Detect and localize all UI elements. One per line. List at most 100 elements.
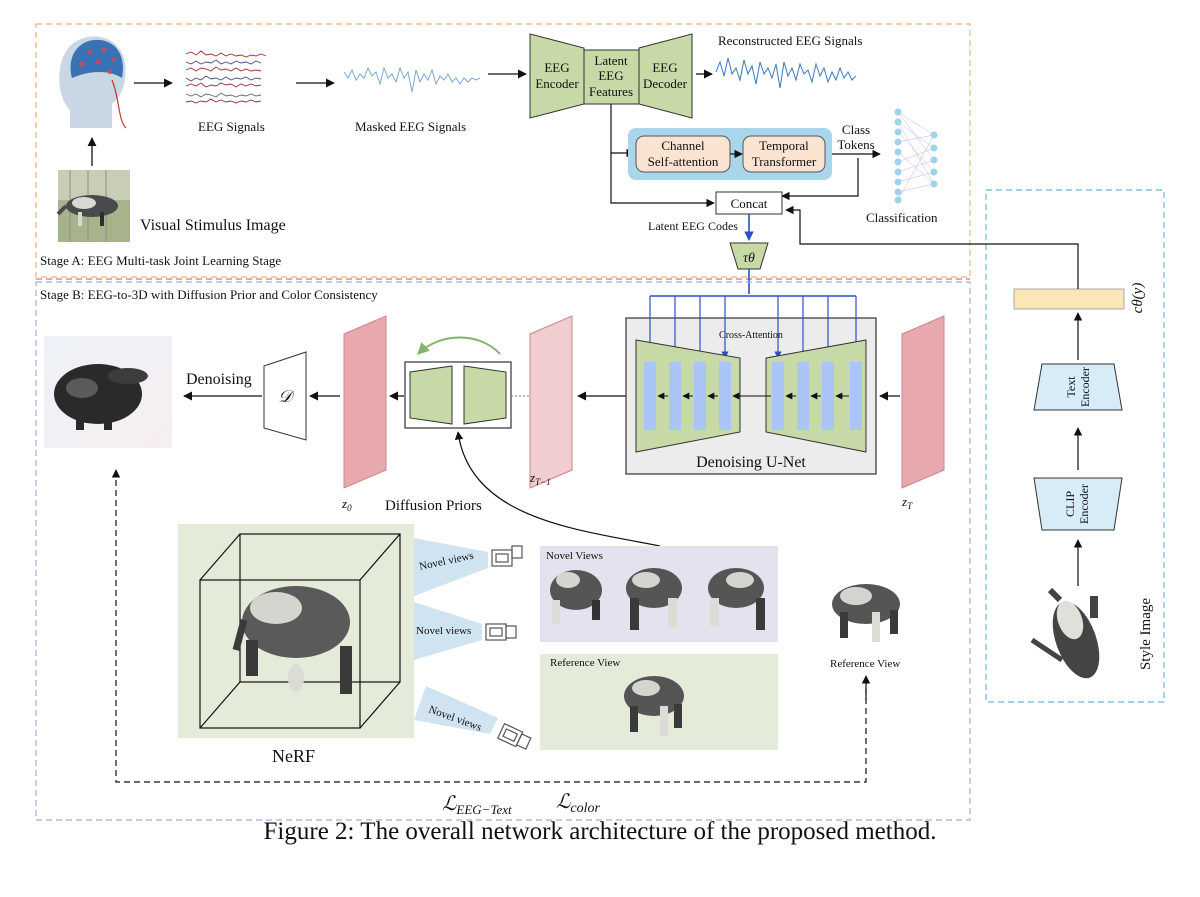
arrow-ctheta-to-concat [785,205,1079,289]
reference-view-anteater [624,676,684,736]
classifier-network [897,111,935,201]
reference-view-label: Reference View [830,658,900,670]
tau-block [729,242,769,270]
latent-line3: Features [589,84,633,99]
nerf-anteater [232,586,352,694]
unet-feature-bars [644,362,862,430]
camera-icon-3 [496,722,532,750]
class-tokens-line2: Tokens [837,137,874,152]
reference-view-image [832,584,900,642]
loss-color-sub: color [570,801,600,816]
right-panel-frame [985,189,1165,703]
eeg-head-icon [59,36,127,129]
nerf-label: NeRF [272,746,315,766]
reference-view-panel-label: Reference View [550,657,620,669]
reconstructed-eeg-plot [715,57,857,89]
svg-text:zT: zT [901,494,913,511]
arrow-views-to-priors [454,431,661,547]
zt-sub: T [907,501,913,511]
c-theta-feature [1013,288,1125,310]
stage-a-frame [35,23,971,278]
tau-label: τθ [743,251,755,266]
novel-view-anteater-1 [550,570,602,624]
novel-view-anteater-2 [626,568,682,630]
svg-text:z0: z0 [341,496,352,513]
eeg-decoder-line1: EEG [652,60,677,75]
prior-decoder [463,365,507,425]
text-encoder-line2: Encoder [1078,367,1092,407]
z0-sub: 0 [347,503,352,513]
stage-b-label: Stage B: EEG-to-3D with Diffusion Prior … [40,287,378,302]
clip-encoder [1033,477,1123,531]
loss-eeg-text-sub: EEG−Text [455,802,512,817]
eeg-signals-label: EEG Signals [198,119,265,134]
c-theta-label: cθ(y) [1130,283,1146,314]
visual-stimulus-label: Visual Stimulus Image [140,217,286,234]
novel-views-panel-label: Novel Views [546,550,603,562]
latent-line1: Latent [594,53,628,68]
loss-eeg-text: ℒ [442,793,457,815]
eeg-encoder-line1: EEG [544,60,569,75]
classification-label: Classification [866,210,938,225]
svg-text:ℒcolor: ℒcolor [556,791,601,816]
latent-codes-label: Latent EEG Codes [648,219,738,233]
novel-view-frustum-1 [414,538,488,596]
branch-to-concat [610,153,715,208]
clip-encoder-line2: Encoder [1077,484,1091,524]
generated-3d-output [44,336,172,448]
class-tokens-line1: Class [842,122,870,137]
svg-text:CLIPEncoder: CLIPEncoder [1063,484,1091,524]
latent-line2: EEG [598,68,623,83]
z0-label: z [341,496,347,511]
novel-view-frustum-2 [414,602,482,660]
nerf-cube [199,533,401,729]
stage-b-frame [35,281,971,821]
eeg-signals-plot [185,50,267,104]
decoder-d-label: 𝒟 [278,387,295,406]
clip-encoder-line1: CLIP [1063,491,1077,517]
classifier-nodes [894,108,938,204]
novel-views-label-2: Novel views [416,625,471,637]
denoising-label: Denoising [186,371,252,388]
prior-cycle-arrow [417,336,501,355]
svg-text:TextEncoder: TextEncoder [1064,367,1092,407]
novel-view-anteater-3 [708,568,765,630]
camera-icon-2 [485,623,517,641]
channel-line2: Self-attention [648,154,719,169]
eeg-decoder-line2: Decoder [643,76,688,91]
diffusion-priors-label: Diffusion Priors [385,498,482,514]
decoder-d-block [263,351,307,441]
camera-icon-1 [491,545,523,567]
reconstructed-label: Reconstructed EEG Signals [718,33,862,48]
text-encoder-line1: Text [1064,376,1078,398]
zt-label: z [901,494,907,509]
loss-dashed-path [111,469,867,783]
unet-label: Denoising U-Net [696,454,806,471]
temporal-line1: Temporal [759,138,809,153]
channel-line1: Channel [661,138,705,153]
loss-color: ℒ [556,791,571,813]
latent-zt [901,315,945,489]
temporal-line2: Transformer [752,154,817,169]
masked-eeg-plot [343,66,481,93]
novel-view-frustum-3 [414,686,498,734]
eeg-decoder [638,33,693,119]
cross-attention-label: Cross-Attention [719,330,783,341]
zt1-label: z [529,470,535,485]
visual-stimulus-image [56,170,130,242]
svg-text:zT−1: zT−1 [529,470,551,487]
figure-caption: Figure 2: The overall network architectu… [263,818,937,845]
stage-a-label: Stage A: EEG Multi-task Joint Learning S… [40,253,281,268]
prior-encoder [409,365,453,425]
style-image-label: Style Image [1138,598,1154,670]
latent-z0 [343,315,387,489]
temporal-transformer-box [742,135,826,173]
text-encoder [1033,363,1123,411]
svg-text:ℒEEG−Text: ℒEEG−Text [442,793,512,817]
